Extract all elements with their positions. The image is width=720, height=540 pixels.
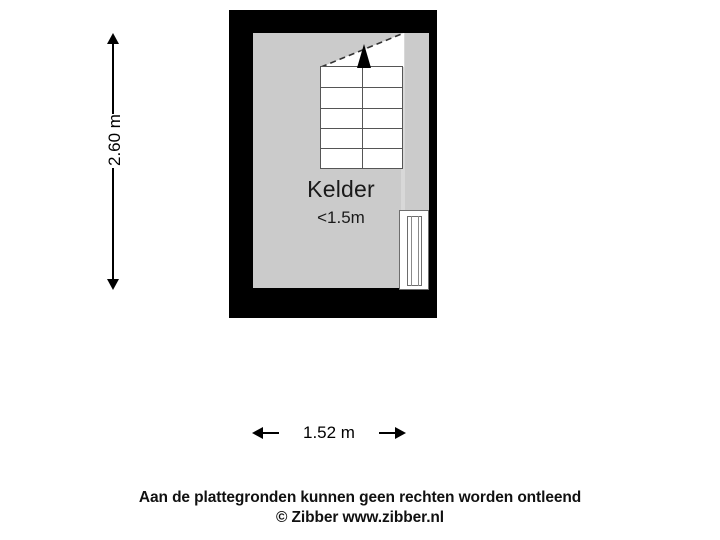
floor-plan-drawing: Kelder <1.5m [229, 10, 437, 318]
room-height-note: <1.5m [317, 208, 365, 227]
staircase-center-line [361, 67, 363, 168]
dimension-vertical-label: 2.60 m [102, 114, 128, 168]
footer-disclaimer: Aan de plattegronden kunnen geen rechten… [0, 488, 720, 528]
dimension-horizontal: 1.52 m [252, 421, 406, 445]
room-name-label: Kelder [307, 176, 375, 202]
arrow-right-icon [395, 427, 406, 439]
wall-lining-right [401, 33, 405, 288]
dimension-horizontal-label: 1.52 m [279, 421, 379, 445]
staircase [320, 32, 405, 170]
footer-line-2: © Zibber www.zibber.nl [276, 509, 444, 526]
window-mullion-left [411, 216, 412, 286]
arrow-left-icon [252, 427, 263, 439]
arrow-down-icon [107, 279, 119, 290]
window-mullion-right [418, 216, 419, 286]
room-label-group: Kelder <1.5m [253, 176, 429, 227]
dimension-vertical: 2.60 m [102, 33, 128, 290]
staircase-direction-arrow-icon [357, 44, 371, 68]
arrow-up-icon [107, 33, 119, 44]
staircase-treads [320, 66, 403, 169]
footer-line-1: Aan de plattegronden kunnen geen rechten… [138, 489, 582, 506]
window [399, 210, 429, 290]
window-pane [407, 216, 422, 286]
